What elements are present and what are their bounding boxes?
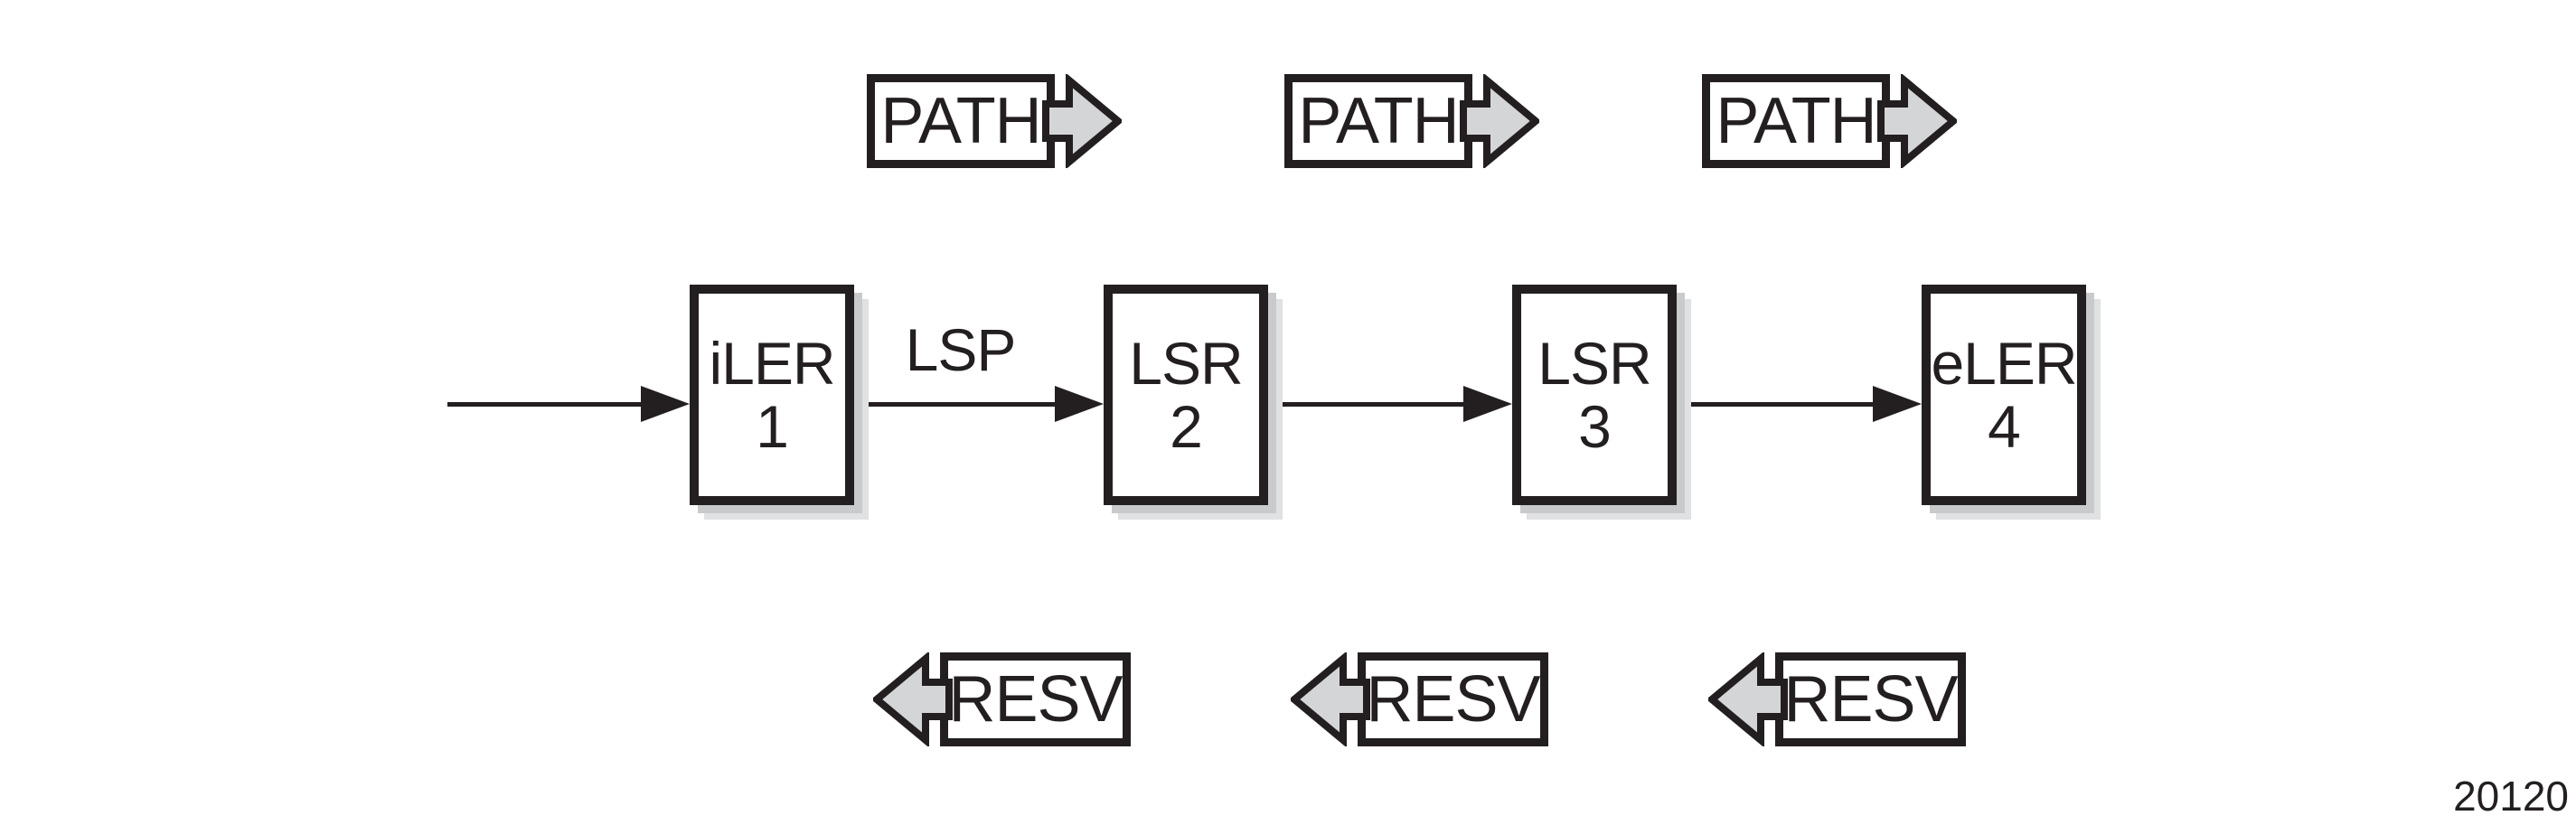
resv-message-label: RESV [948,663,1123,736]
left-block-arrow-icon [1708,652,1788,746]
ingress-flow-line [447,402,644,407]
node-name: eLER [1931,330,2077,397]
resv-message-badge-1: RESV [873,652,1131,746]
lsp-flow-line-2 [1268,402,1467,407]
path-message-label: PATH [880,85,1041,157]
path-message-badge-2: PATH [1284,74,1539,168]
node-label: LSR 3 [1537,330,1651,460]
node-eler-4: eLER 4 [1922,285,2086,505]
node-name: LSR [1537,330,1651,397]
resv-message-label: RESV [1783,663,1958,736]
left-block-arrow-icon [1291,652,1370,746]
resv-message-badge-3: RESV [1708,652,1966,746]
path-message-label: PATH [1716,85,1876,157]
figure-number: 20120 [2453,773,2569,820]
node-lsr-2: LSR 2 [1104,285,1268,505]
lsp-link-label: LSP [905,316,1017,383]
node-number: 2 [1170,393,1203,460]
ingress-arrowhead-icon [641,386,690,422]
path-message-label: PATH [1298,85,1459,157]
resv-message-label: RESV [1366,663,1540,736]
lsp-flow-line-3 [1677,402,1876,407]
right-block-arrow-icon [1460,74,1539,168]
node-lsr-3: LSR 3 [1512,285,1677,505]
node-number: 3 [1578,393,1612,460]
right-block-arrow-icon [1877,74,1957,168]
node-name: LSR [1129,330,1243,397]
node-label: eLER 4 [1931,330,2077,460]
arrowhead-icon [1055,386,1104,422]
arrowhead-icon [1873,386,1922,422]
lsp-flow-line-1 [854,402,1058,407]
left-block-arrow-icon [873,652,953,746]
path-message-badge-1: PATH [867,74,1122,168]
node-label: LSR 2 [1129,330,1243,460]
right-block-arrow-icon [1042,74,1122,168]
node-number: 1 [756,393,789,460]
node-number: 4 [1988,393,2021,460]
arrowhead-icon [1463,386,1512,422]
node-name: iLER [709,330,835,397]
node-label: iLER 1 [709,330,835,460]
resv-message-badge-2: RESV [1291,652,1548,746]
node-iler-1: iLER 1 [690,285,854,505]
path-message-badge-3: PATH [1702,74,1957,168]
